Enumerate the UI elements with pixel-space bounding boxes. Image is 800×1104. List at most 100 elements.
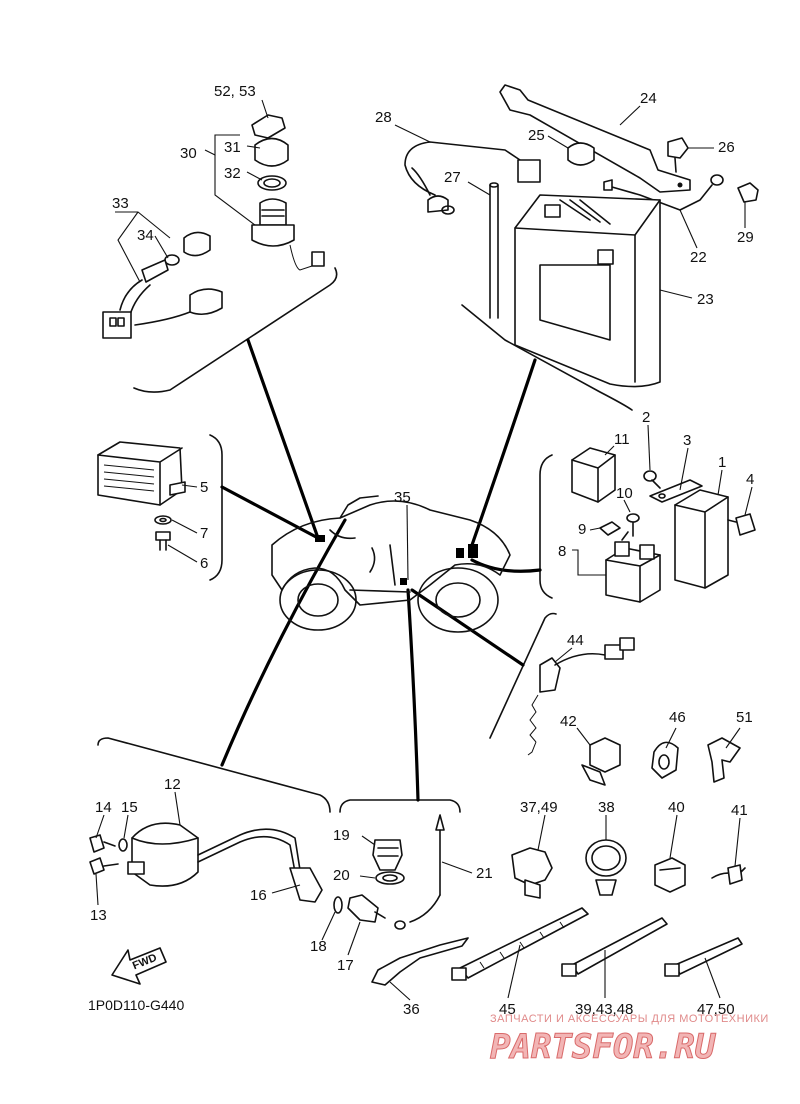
clip-41 (711, 864, 746, 885)
fuse (599, 521, 621, 536)
ignition-coil (127, 822, 323, 903)
label-15: 15 (121, 799, 138, 816)
watermark: ЗАПЧАСТИ И АКСЕССУАРЫ ДЛЯ МОТОТЕХНИКИ PA… (490, 1013, 769, 1068)
label-39-43-48: 39,43,48 (575, 1001, 633, 1018)
label-2: 2 (642, 409, 650, 426)
label-37-49: 37,49 (520, 799, 558, 816)
band-38 (585, 839, 627, 896)
label-18: 18 (310, 938, 327, 955)
label-30: 30 (180, 145, 197, 162)
label-34: 34 (137, 227, 154, 244)
neutral-switch (527, 637, 635, 756)
label-24: 24 (640, 90, 657, 107)
label-3: 3 (683, 432, 691, 449)
relay (571, 447, 616, 503)
leader-lines (95, 99, 753, 1001)
label-6: 6 (200, 555, 208, 572)
bolt-26 (667, 137, 689, 173)
label-8: 8 (558, 543, 566, 560)
label-10: 10 (616, 485, 633, 502)
sender-17 (347, 894, 386, 923)
washer-15 (118, 838, 128, 852)
label-12: 12 (164, 776, 181, 793)
diagram-code: 1P0D110-G440 (88, 997, 184, 1013)
bolt-29 (737, 182, 759, 203)
label-32: 32 (224, 165, 241, 182)
main-switch-cap (251, 114, 289, 191)
label-47-50: 47,50 (697, 1001, 735, 1018)
label-31: 31 (224, 139, 241, 156)
callout-lines (97, 267, 633, 813)
label-17: 17 (337, 957, 354, 974)
label-27: 27 (444, 169, 461, 186)
fuse-box (605, 531, 661, 603)
label-25: 25 (528, 127, 545, 144)
part-labels: 52, 53 31 30 32 33 34 24 28 25 26 27 29 … (90, 83, 754, 1018)
battery-bracket (499, 84, 691, 193)
label-51: 51 (736, 709, 753, 726)
label-52-53: 52, 53 (214, 83, 256, 100)
clip-51 (707, 737, 741, 783)
bolt-6 (155, 531, 171, 551)
label-38: 38 (598, 799, 615, 816)
negative-wire (603, 174, 724, 211)
label-21: 21 (476, 865, 493, 882)
label-5: 5 (200, 479, 208, 496)
clamp-37-49 (511, 847, 553, 899)
label-42: 42 (560, 713, 577, 730)
label-45: 45 (499, 1001, 516, 1018)
clamp-40 (654, 857, 686, 893)
watermark-tagline: ЗАПЧАСТИ И АКСЕССУАРЫ ДЛЯ МОТОТЕХНИКИ (490, 1013, 769, 1025)
screw-10 (626, 513, 640, 537)
clip-46 (651, 741, 679, 779)
fwd-arrow: FWD (111, 947, 167, 985)
breather-tube (489, 182, 499, 319)
battery (514, 194, 661, 388)
label-11: 11 (614, 431, 630, 448)
cable-tie-47-50 (664, 937, 743, 977)
screw-2 (643, 470, 661, 489)
battery-cable (404, 141, 541, 215)
rectifier-regulator (97, 441, 186, 506)
label-28: 28 (375, 109, 392, 126)
label-26: 26 (718, 139, 735, 156)
label-40: 40 (668, 799, 685, 816)
label-44: 44 (567, 632, 584, 649)
cable-tie-45 (451, 907, 589, 981)
label-23: 23 (697, 291, 714, 308)
label-35: 35 (394, 489, 411, 506)
damper (567, 142, 595, 166)
washer-7 (154, 515, 172, 525)
label-14: 14 (95, 799, 112, 816)
label-36: 36 (403, 1001, 420, 1018)
switch-harness (102, 231, 223, 339)
label-22: 22 (690, 249, 707, 266)
label-19: 19 (333, 827, 350, 844)
washer-18 (333, 896, 343, 914)
label-33: 33 (112, 195, 129, 212)
bolt-13 (89, 857, 119, 875)
label-13: 13 (90, 907, 107, 924)
label-20: 20 (333, 867, 350, 884)
label-9: 9 (578, 521, 586, 538)
bracket-3 (649, 479, 703, 503)
label-46: 46 (669, 709, 686, 726)
holder-36 (371, 937, 469, 986)
label-29: 29 (737, 229, 754, 246)
atv-vehicle (271, 495, 511, 633)
gasket-20 (375, 871, 405, 885)
bolt-14 (89, 834, 116, 853)
watermark-brand: PARTSFOR.RU (490, 1027, 717, 1067)
label-7: 7 (200, 525, 208, 542)
sensor-lead (394, 814, 445, 930)
label-16: 16 (250, 887, 267, 904)
label-4: 4 (746, 471, 754, 488)
main-switch (251, 198, 325, 271)
cdi-unit (674, 489, 729, 589)
cable-tie-39-43-48 (561, 917, 668, 977)
label-41: 41 (731, 802, 748, 819)
thermo-unit (372, 839, 403, 871)
clamp-42 (581, 737, 621, 786)
label-1: 1 (718, 454, 726, 471)
